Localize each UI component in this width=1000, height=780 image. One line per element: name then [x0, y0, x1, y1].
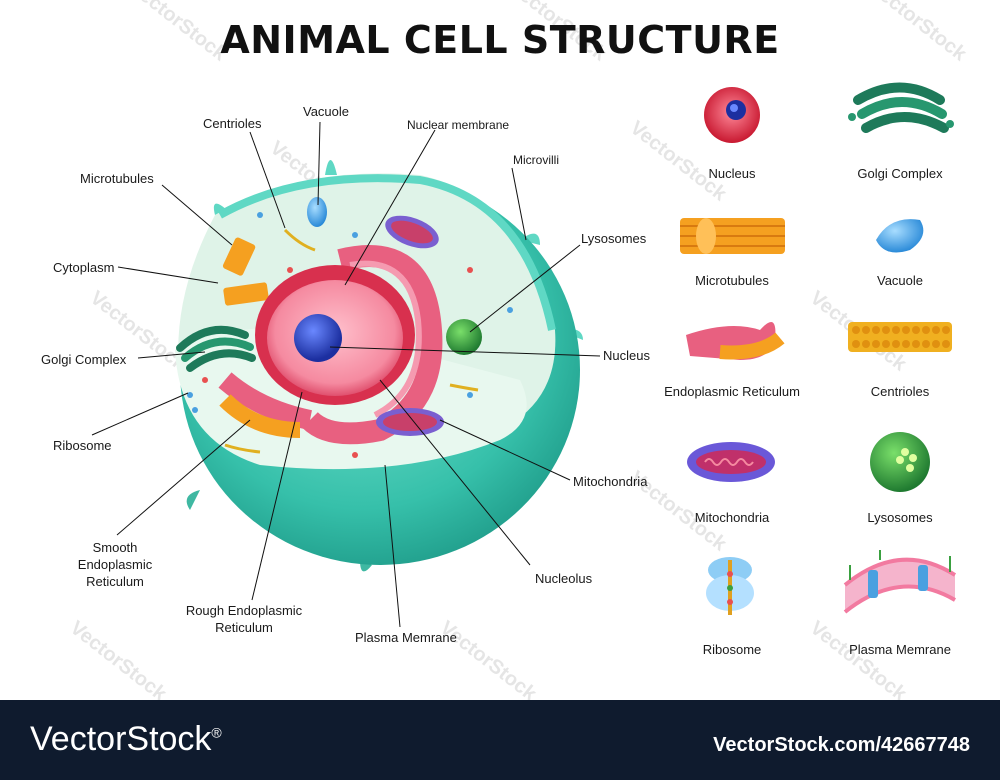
label-lysosomes: Lysosomes: [581, 231, 647, 246]
lysosome-shape: [446, 319, 482, 355]
label-mitochondria: Mitochondria: [573, 474, 648, 489]
legend-nucleus-icon: [704, 87, 760, 143]
footer-url[interactable]: VectorStock.com/42667748: [713, 734, 970, 756]
legend-golgi-icon: [848, 82, 954, 133]
label-ribosome: Ribosome: [53, 438, 112, 453]
legend-microtubules-icon: [680, 218, 785, 254]
legend-endoplasmic-reticulum-icon: [686, 322, 785, 360]
legend-label-endoplasmic-reticulum: Endoplasmic Reticulum: [664, 384, 800, 399]
vacuole-shape: [307, 197, 327, 227]
label-cytoplasm: Cytoplasm: [53, 260, 115, 275]
label-microtubules: Microtubules: [80, 171, 154, 186]
legend-lysosomes-icon: [870, 432, 930, 492]
label-plasma-membrane: Plasma Memrane: [355, 630, 457, 645]
label-nuclear-membrane: Nuclear membrane: [407, 118, 510, 132]
label-golgi-complex: Golgi Complex: [41, 352, 127, 367]
page-title: ANIMAL CELL STRUCTURE: [220, 18, 780, 62]
endoplasmic-reticulum-shape: [218, 245, 443, 445]
cell-illustration: [91, 82, 957, 628]
label-nucleolus: Nucleolus: [535, 571, 593, 586]
brand-text: VectorStock: [30, 720, 212, 758]
microtubules-shape: [222, 237, 269, 306]
nucleus-shape: [255, 265, 415, 405]
legend-label-nucleus: Nucleus: [708, 166, 756, 181]
legend-label-plasma-membrane: Plasma Memrane: [849, 642, 951, 657]
label-rough-er: Rough Endoplasmic Reticulum: [185, 603, 303, 635]
diagram-canvas: VectorStock VectorStock VectorStock Vect…: [41, 0, 971, 700]
legend-label-microtubules: Microtubules: [695, 273, 769, 288]
label-vacuole: Vacuole: [303, 104, 350, 119]
legend-label-ribosome: Ribosome: [702, 642, 762, 657]
legend-plasma-membrane-icon: [843, 550, 957, 614]
footer-bar: VectorStock® VectorStock.com/42667748: [0, 700, 1000, 780]
legend-label-golgi-complex: Golgi Complex: [857, 166, 943, 181]
footer-brand[interactable]: VectorStock®: [30, 720, 222, 759]
legend-label-lysosomes: Lysosomes: [867, 510, 933, 525]
legend-ribosome-icon: [706, 557, 754, 615]
label-nucleus: Nucleus: [603, 348, 650, 363]
leader-lines: [91, 121, 601, 628]
label-centrioles: Centrioles: [203, 116, 262, 131]
label-smooth-er: Smooth Endoplasmic Reticulum: [77, 540, 153, 589]
legend-centrioles-icon: [848, 322, 952, 352]
legend-label-centrioles: Centrioles: [870, 384, 930, 399]
legend-mitochondria-icon: [687, 442, 775, 482]
legend-label-vacuole: Vacuole: [876, 273, 923, 288]
registered-mark: ®: [211, 724, 222, 741]
legend-label-mitochondria: Mitochondria: [694, 510, 770, 525]
label-microvilli: Microvilli: [513, 153, 559, 167]
mitochondria-shape: [376, 215, 444, 436]
legend-vacuole-icon: [876, 219, 924, 253]
